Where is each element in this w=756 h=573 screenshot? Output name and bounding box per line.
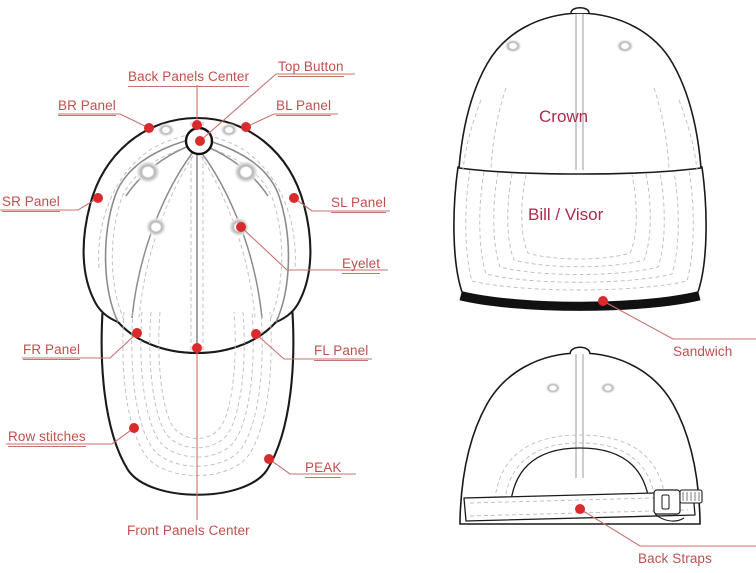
top-view-seam-right-side	[196, 146, 263, 319]
front-view-panel-seam-left	[490, 87, 507, 171]
leader-sandwich	[602, 300, 756, 340]
label-eyelet: Eyelet	[342, 257, 381, 274]
top-view-group	[0, 73, 390, 520]
label-peak: PEAK	[305, 461, 342, 478]
marker-eyelet	[236, 222, 246, 232]
top-view-row-stitch-5	[158, 311, 236, 439]
label-sl-panel: SL Panel	[331, 196, 387, 213]
label-crown: Crown	[539, 107, 589, 126]
top-view-leader-lines	[0, 73, 390, 520]
leader-fr-panel	[22, 332, 138, 359]
front-view-panel-seam-right-outer	[678, 99, 698, 171]
marker-fr-panel	[132, 328, 142, 338]
front-view-bill-stitch-2	[479, 171, 679, 283]
label-top-button: Top Button	[278, 60, 344, 77]
eyelet-icon	[233, 160, 259, 184]
top-view-seam-left-side	[131, 146, 198, 319]
back-view-strap-stitch	[469, 496, 689, 517]
eyelet-icon	[220, 123, 238, 137]
front-view-group	[453, 7, 707, 311]
leader-back-straps	[579, 508, 756, 547]
leader-bl-panel	[245, 113, 338, 128]
label-bl-panel: BL Panel	[276, 99, 332, 116]
label-br-panel: BR Panel	[58, 99, 116, 116]
eyelet-icon	[504, 39, 522, 53]
leader-peak	[268, 458, 356, 475]
eyelet-icon	[616, 39, 634, 53]
back-view-buckle-slot	[661, 494, 670, 510]
label-back-panels-center: Back Panels Center	[128, 70, 250, 87]
front-view-top-button-icon	[570, 7, 590, 14]
back-view-leader-lines	[579, 300, 756, 547]
top-view-row-stitch-3	[140, 311, 254, 458]
label-sr-panel: SR Panel	[2, 195, 60, 212]
leader-row-stitches	[6, 427, 135, 445]
label-back-straps: Back Straps	[638, 551, 712, 566]
back-view-arch-opening	[503, 442, 657, 516]
back-view-arch-opening-outer	[493, 434, 667, 515]
marker-top-button	[195, 136, 205, 146]
front-view-panel-seam-right	[653, 87, 670, 171]
leader-eyelet	[240, 226, 388, 271]
back-view-crown-outline	[459, 352, 701, 525]
front-view-panel-seam-left-outer	[462, 99, 482, 171]
marker-sl-panel	[289, 193, 299, 203]
eyelet-icon	[545, 382, 561, 394]
label-sandwich: Sandwich	[673, 344, 733, 359]
marker-br-panel	[144, 123, 154, 133]
marker-sr-panel	[93, 193, 103, 203]
front-view-bill-stitch-1	[465, 169, 694, 291]
marker-sandwich	[598, 296, 608, 306]
label-bill-visor: Bill / Visor	[528, 205, 604, 224]
top-view-marker-dots	[93, 120, 299, 464]
leader-sr-panel	[0, 197, 99, 211]
back-view-group	[459, 296, 756, 547]
eyelet-icon	[145, 217, 167, 237]
marker-row-stitches	[129, 423, 139, 433]
label-fl-panel: FL Panel	[314, 344, 369, 361]
marker-bl-panel	[241, 122, 251, 132]
leader-br-panel	[58, 113, 150, 129]
eyelet-icon	[157, 123, 175, 137]
marker-back-straps	[575, 504, 585, 514]
marker-fl-panel	[251, 329, 261, 339]
marker-front-panels-center	[192, 343, 202, 353]
front-view-sandwich-band	[459, 291, 701, 311]
back-view-buckle-teeth	[682, 492, 700, 501]
leader-sl-panel	[293, 197, 390, 212]
label-fr-panel: FR Panel	[23, 343, 81, 360]
top-view-eyelets	[135, 123, 259, 237]
eyelet-icon	[600, 382, 616, 394]
leader-fl-panel	[255, 333, 372, 360]
top-view-seam-dash-left	[138, 149, 198, 319]
eyelet-icon	[135, 160, 161, 184]
front-view-bill-stitch-4	[507, 173, 651, 268]
label-front-panels-center: Front Panels Center	[127, 523, 250, 538]
label-row-stitches: Row stitches	[8, 430, 86, 447]
top-view-seam-dash-right	[196, 149, 256, 319]
marker-peak	[264, 454, 274, 464]
leader-top-button	[199, 73, 355, 142]
back-view-arch-edge	[509, 447, 651, 517]
back-view-top-button-icon	[569, 346, 591, 355]
back-view-marker-dots	[575, 296, 608, 514]
front-view-crown-outline	[458, 12, 702, 175]
back-view-strap-end	[654, 513, 685, 522]
marker-back-panels-center	[192, 120, 202, 130]
